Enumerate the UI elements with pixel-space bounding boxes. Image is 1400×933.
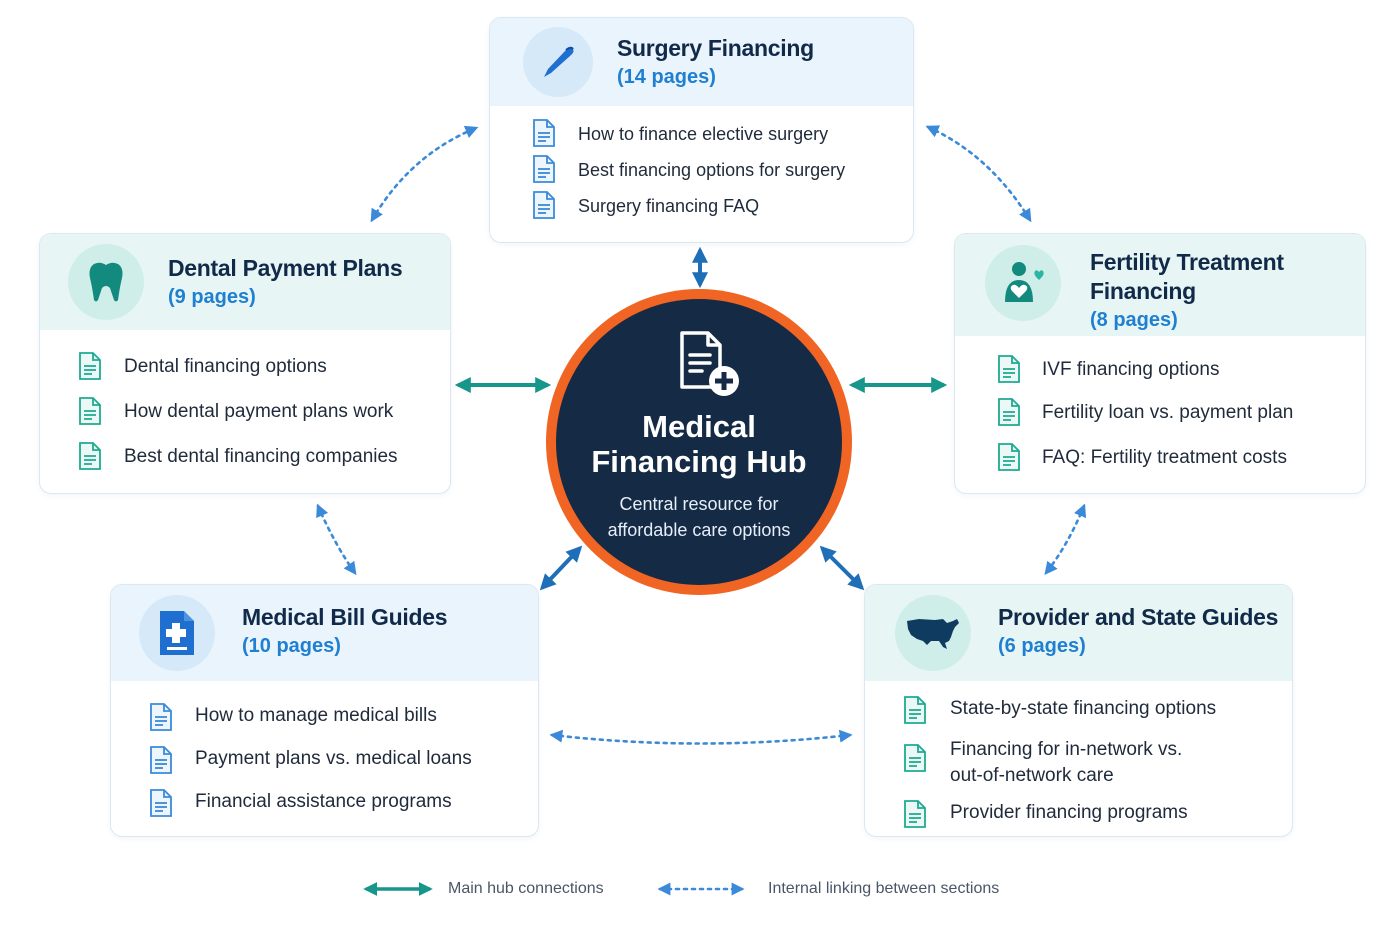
list-item[interactable]: Surgery financing FAQ — [490, 188, 913, 222]
solid-arrow-icon — [363, 882, 433, 896]
document-icon — [79, 352, 101, 380]
document-icon — [998, 398, 1020, 426]
section-title-line2: Financing — [1090, 278, 1196, 304]
dotted-arrow-icon — [657, 882, 745, 896]
usa-map-icon — [895, 595, 971, 671]
internal-link-dental-surgery — [370, 125, 479, 223]
list-item[interactable]: Financial assistance programs — [111, 785, 538, 821]
list-item[interactable]: How to finance elective surgery — [490, 116, 913, 150]
page-count: (6 pages) — [998, 635, 1086, 657]
hub-circle[interactable]: Medical Financing Hub Central resource f… — [546, 289, 852, 595]
document-icon — [79, 442, 101, 470]
page-count: (10 pages) — [242, 635, 341, 657]
section-header: Surgery Financing (14 pages) — [490, 18, 913, 106]
internal-link-surgery-fertility — [925, 125, 1032, 223]
medical-document-icon — [139, 595, 215, 671]
document-icon — [904, 696, 926, 724]
hub-subtitle-line1: Central resource for — [619, 494, 779, 514]
list-item-label: How to manage medical bills — [195, 705, 437, 726]
list-item-label: Fertility loan vs. payment plan — [1042, 402, 1294, 423]
hub-subtitle-line2: affordable care options — [607, 520, 791, 540]
parent-heart-icon — [985, 245, 1061, 321]
list-item-label: Provider financing programs — [950, 802, 1188, 823]
section-header: Medical Bill Guides (10 pages) — [111, 585, 538, 681]
hub-core: Medical Financing Hub Central resource f… — [556, 299, 842, 585]
section-card-provider[interactable]: Provider and State Guides (6 pages) Stat… — [864, 584, 1293, 837]
section-title: Fertility Treatment — [1090, 249, 1284, 275]
list-item-label-line2: out-of-network care — [950, 765, 1114, 786]
internal-link-dental-medical-bill — [316, 503, 357, 576]
section-card-medical-bill[interactable]: Medical Bill Guides (10 pages) How to ma… — [110, 584, 539, 837]
section-title: Provider and State Guides — [998, 604, 1279, 630]
internal-link-fertility-provider — [1044, 503, 1087, 576]
list-item[interactable]: Fertility loan vs. payment plan — [955, 393, 1365, 429]
list-item[interactable]: State-by-state financing options — [865, 691, 1292, 727]
document-plus-icon — [680, 331, 739, 396]
list-item-label: State-by-state financing options — [950, 698, 1217, 719]
internal-link-medical-bill-provider — [549, 729, 853, 745]
hub-subtitle: Central resource for affordable care opt… — [556, 491, 842, 543]
document-icon — [533, 119, 555, 147]
document-icon — [998, 443, 1020, 471]
document-icon — [998, 355, 1020, 383]
list-item-label: Best dental financing companies — [124, 446, 398, 467]
document-icon — [79, 397, 101, 425]
list-item[interactable]: Payment plans vs. medical loans — [111, 742, 538, 778]
section-card-dental[interactable]: Dental Payment Plans (9 pages) Dental fi… — [39, 233, 451, 494]
section-title: Dental Payment Plans — [168, 255, 403, 281]
hub-link-provider — [819, 545, 865, 591]
hub-title-line1: Medical — [642, 409, 756, 444]
section-title: Surgery Financing — [617, 35, 814, 61]
hub-title: Medical Financing Hub — [556, 409, 842, 479]
list-item-label: Surgery financing FAQ — [578, 196, 760, 216]
list-item[interactable]: Dental financing options — [40, 348, 450, 384]
document-icon — [150, 703, 172, 731]
legend-internal: Internal linking between sections — [654, 876, 999, 902]
document-icon — [533, 191, 555, 219]
legend-main-label: Main hub connections — [448, 880, 604, 897]
list-item[interactable]: How to manage medical bills — [111, 699, 538, 735]
list-item-label: How dental payment plans work — [124, 401, 394, 422]
section-title: Medical Bill Guides — [242, 604, 448, 630]
list-item-label: Best financing options for surgery — [578, 160, 846, 180]
list-item-label: Dental financing options — [124, 356, 327, 377]
section-card-surgery[interactable]: Surgery Financing (14 pages) How to fina… — [489, 17, 914, 243]
page-count: (9 pages) — [168, 286, 256, 308]
list-item[interactable]: Best dental financing companies — [40, 438, 450, 474]
tooth-icon — [68, 244, 144, 320]
hub-title-line2: Financing Hub — [591, 444, 807, 479]
list-item-label: IVF financing options — [1042, 359, 1220, 380]
list-item-label: Financial assistance programs — [195, 791, 452, 812]
list-item[interactable]: Best financing options for surgery — [490, 152, 913, 186]
document-icon — [533, 155, 555, 183]
hub-link-medical-bill — [539, 545, 583, 591]
section-header: Dental Payment Plans (9 pages) — [40, 234, 450, 330]
scalpel-icon — [523, 27, 593, 97]
document-icon — [904, 744, 926, 772]
list-item[interactable]: Financing for in-network vs. out-of-netw… — [865, 737, 1292, 789]
list-item-label: How to finance elective surgery — [578, 124, 829, 144]
list-item[interactable]: IVF financing options — [955, 350, 1365, 386]
section-header: Fertility Treatment Financing (8 pages) — [955, 234, 1365, 336]
legend-internal-label: Internal linking between sections — [768, 880, 1000, 897]
list-item-label: FAQ: Fertility treatment costs — [1042, 447, 1287, 468]
list-item-label: Financing for in-network vs. — [950, 739, 1183, 760]
list-item-label: Payment plans vs. medical loans — [195, 748, 472, 769]
page-count: (8 pages) — [1090, 309, 1178, 331]
list-item[interactable]: Provider financing programs — [865, 795, 1292, 831]
document-icon — [150, 746, 172, 774]
document-icon — [150, 789, 172, 817]
legend-main: Main hub connections — [360, 876, 604, 902]
list-item[interactable]: FAQ: Fertility treatment costs — [955, 438, 1365, 474]
section-card-fertility[interactable]: Fertility Treatment Financing (8 pages) … — [954, 233, 1366, 494]
list-item[interactable]: How dental payment plans work — [40, 393, 450, 429]
page-count: (14 pages) — [617, 66, 716, 88]
document-icon — [904, 800, 926, 828]
section-header: Provider and State Guides (6 pages) — [865, 585, 1292, 681]
